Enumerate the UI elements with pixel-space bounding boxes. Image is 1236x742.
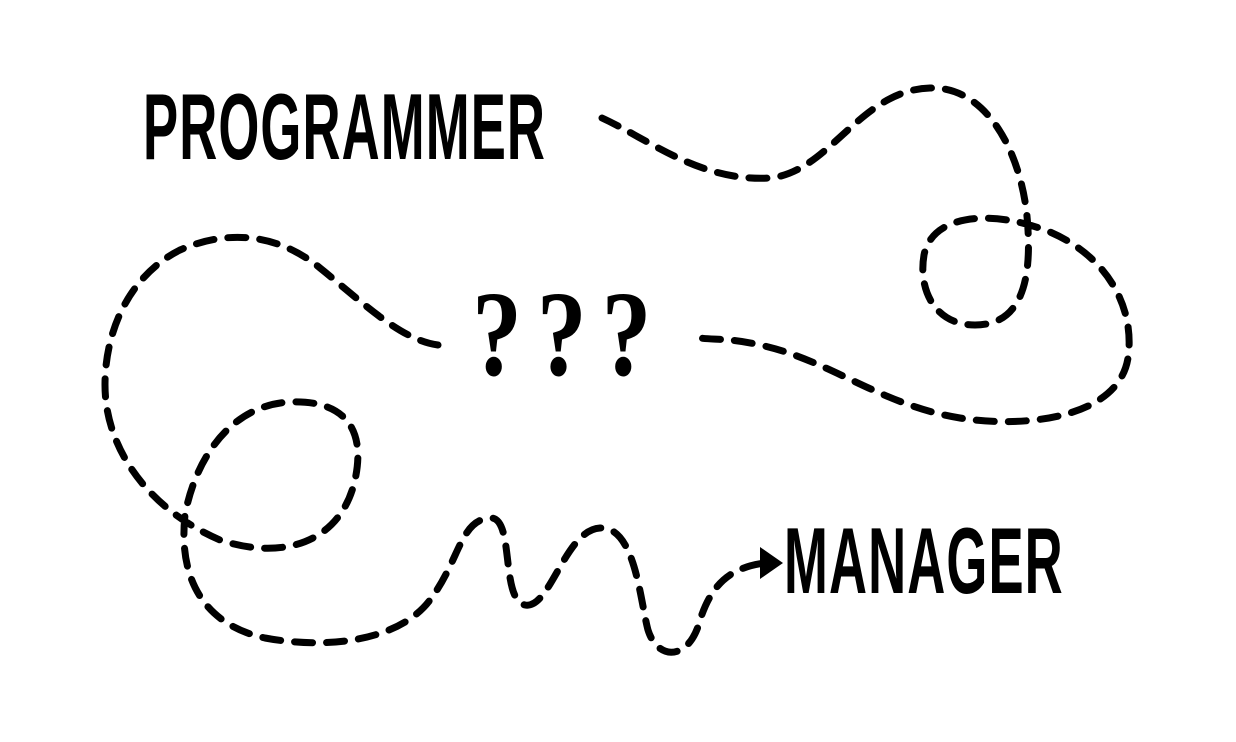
- dashed-path-line: [101, 84, 1133, 656]
- end-label: MANAGER: [784, 508, 1064, 613]
- question-marks: ???: [472, 267, 667, 402]
- start-label: PROGRAMMER: [143, 74, 547, 179]
- arrowhead-icon: [760, 547, 783, 579]
